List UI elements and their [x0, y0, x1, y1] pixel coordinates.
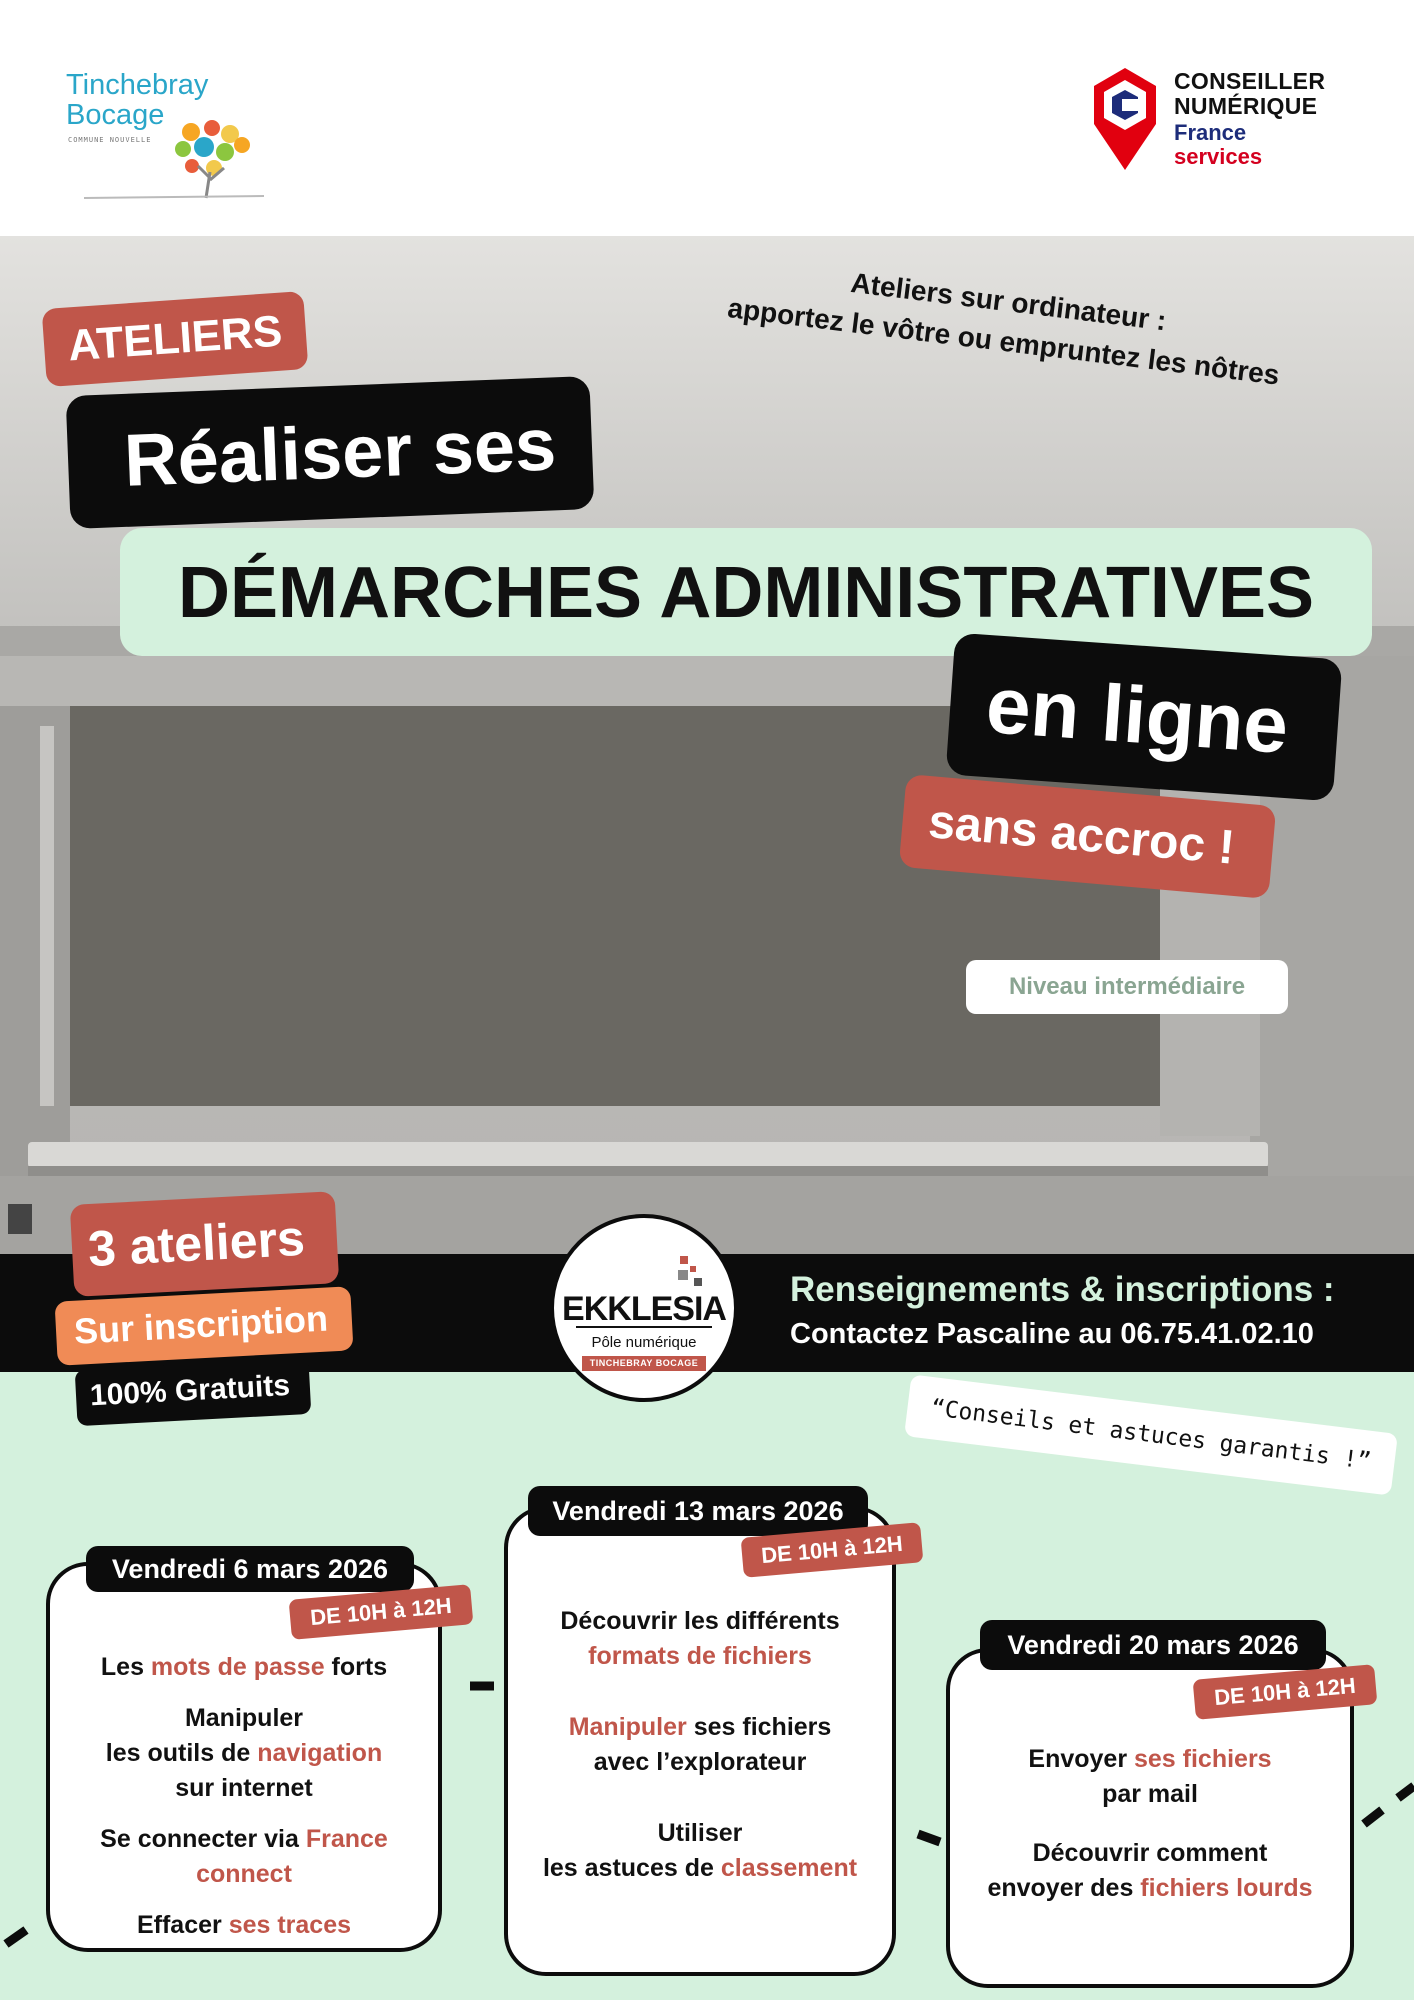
workshop-count-badge: 3 ateliers [69, 1191, 340, 1297]
conseiller-numerique-logo: CONSEILLER NUMÉRIQUE France services [1090, 66, 1370, 176]
logo-cn-line2: NUMÉRIQUE [1174, 93, 1318, 119]
ekklesia-name: EKKLESIA [562, 1290, 727, 1328]
level-badge: Niveau intermédiaire [966, 960, 1288, 1014]
connector-dashes [3, 1681, 1414, 1948]
topic-highlight: ses traces [228, 1911, 352, 1939]
topic-item: Effacer ses traces [136, 1911, 352, 1939]
tinchebray-logo-subtitle: COMMUNE NOUVELLE [68, 136, 152, 144]
logo-cn-line4: services [1174, 144, 1263, 169]
session-date-3: Vendredi 20 mars 2026 [980, 1620, 1326, 1670]
session-date-1: Vendredi 6 mars 2026 [86, 1546, 414, 1592]
tinchebray-bocage-logo: Tinchebray Bocage COMMUNE NOUVELLE [64, 70, 264, 210]
topic-highlight: formats de fichiers [588, 1642, 812, 1670]
title-line1: Réaliser ses [65, 375, 595, 530]
session-date-2: Vendredi 13 mars 2026 [528, 1486, 868, 1536]
info-contact: Contactez Pascaline au 06.75.41.02.10 [790, 1318, 1314, 1350]
logo-cn-line3: France [1174, 120, 1247, 145]
topic-item: Les mots de passe forts [100, 1653, 388, 1681]
topic-highlight: mots de passe [150, 1653, 325, 1681]
info-title: Renseignements & inscriptions : [790, 1270, 1335, 1309]
session-card-2 [504, 1506, 896, 1976]
topic-highlight: Manipuler [568, 1713, 687, 1741]
ekklesia-logo: EKKLESIA Pôle numérique TINCHEBRAY BOCAG… [550, 1214, 738, 1402]
tinchebray-logo-name: Tinchebray Bocage [66, 69, 209, 131]
ekklesia-pole: Pôle numérique [591, 1334, 697, 1351]
topic-highlight: fichiers lourds [1140, 1874, 1313, 1902]
logo-cn-line1: CONSEILLER [1174, 68, 1326, 94]
page-header: Tinchebray Bocage COMMUNE NOUVELLE CONSE… [0, 0, 1414, 236]
topic-highlight: classement [720, 1854, 858, 1882]
map-pin-icon [1094, 68, 1156, 170]
topic-highlight: navigation [257, 1739, 383, 1767]
title-line3: en ligne [945, 632, 1343, 802]
tree-icon [83, 120, 264, 199]
title-line2: DÉMARCHES ADMINISTRATIVES [120, 528, 1372, 656]
topic-highlight: ses fichiers [1134, 1745, 1272, 1773]
ekklesia-bar: TINCHEBRAY BOCAGE [582, 1356, 706, 1371]
